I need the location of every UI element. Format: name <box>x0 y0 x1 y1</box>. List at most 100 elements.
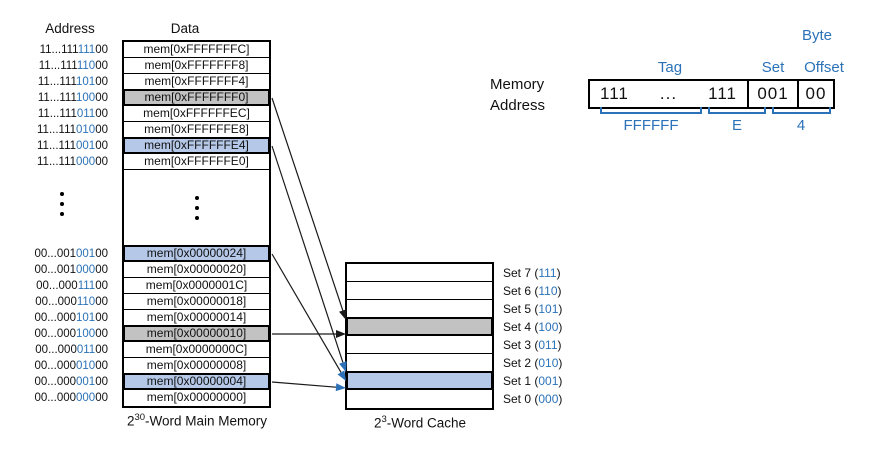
memory-word-row: mem[0x00000004] <box>124 374 269 390</box>
address-offset-bits: 00 <box>95 248 108 260</box>
set-label-paren: ) <box>557 338 562 352</box>
memory-word-row: mem[0x00000010] <box>124 326 269 342</box>
address-tag-bits: 00...000 <box>35 344 77 356</box>
memory-word-row: mem[0xFFFFFFF4] <box>124 74 269 90</box>
byte-offset-field-cell: 00 <box>805 84 827 103</box>
cache-set-row <box>347 282 492 300</box>
address-set-bits: 000 <box>76 156 96 168</box>
set-name: Set 0 ( <box>503 392 539 406</box>
set-field-cell: 001 <box>749 81 799 107</box>
address-offset-bits: 00 <box>95 376 108 388</box>
set-bits: 010 <box>538 356 559 370</box>
address-set-bits: 100 <box>76 328 96 340</box>
address-offset-bits: 00 <box>95 344 108 356</box>
caption-base: 2 <box>373 415 382 431</box>
address-tag-bits: 00...000 <box>34 312 77 324</box>
memory-address-binary: 11...11100100 <box>0 138 108 154</box>
address-set-bits: 100 <box>76 92 96 104</box>
set-label-paren: ) <box>558 374 563 388</box>
address-tag-bits: 11...111 <box>37 124 77 136</box>
memory-address-binary: 11...11101000 <box>0 122 108 138</box>
offset-field-label: Offset <box>804 59 844 76</box>
cache-set-label: Set 6 (110) <box>503 282 613 300</box>
address-offset-bits: 00 <box>95 44 108 56</box>
byte-field-label: Byte <box>801 27 832 44</box>
address-offset-bits: 00 <box>95 92 108 104</box>
address-offset-bits: 00 <box>95 328 108 340</box>
memory-address-binary: 00...00000100 <box>0 374 108 390</box>
address-offset-bits: 00 <box>95 312 108 324</box>
memory-word-row: mem[0x00000000] <box>124 390 269 406</box>
memory-address-binary: 00...00011100 <box>0 278 108 294</box>
tag-field-label: Tag <box>657 59 683 76</box>
address-tag-bits: 00...000 <box>35 296 77 308</box>
memory-address-binary: 11...11101100 <box>0 106 108 122</box>
address-offset-bits: 00 <box>95 360 108 372</box>
set-label-paren: ) <box>558 392 563 406</box>
main-memory-table: mem[0xFFFFFFFC]mem[0xFFFFFFF8]mem[0xFFFF… <box>122 40 271 408</box>
memory-word-row: mem[0xFFFFFFE8] <box>124 122 269 138</box>
address-offset-bits: 00 <box>95 156 108 168</box>
mid-hex-bracket <box>708 107 766 114</box>
address-tag-bits: 11...111 <box>37 108 77 120</box>
memory-address-binary: 00...00010000 <box>0 326 108 342</box>
memory-word-row: mem[0xFFFFFFF8] <box>124 58 269 74</box>
main-memory-caption: 230-Word Main Memory <box>97 412 297 429</box>
address-set-bits: 010 <box>76 360 96 372</box>
address-set-bits: 000 <box>76 392 96 404</box>
memory-word-row: mem[0x0000000C] <box>124 342 269 358</box>
set-bits: 011 <box>538 338 558 352</box>
cache-set-label: Set 3 (011) <box>503 336 613 354</box>
address-set-bits: 000 <box>76 264 96 276</box>
address-offset-bits: 00 <box>95 76 108 88</box>
set-name: Set 7 ( <box>503 266 539 280</box>
memory-address-binary: 00...00001100 <box>0 342 108 358</box>
memory-address-binary: 11...11100000 <box>0 154 108 170</box>
caption-exponent: 3 <box>381 414 387 425</box>
ellipsis-dot <box>60 212 64 216</box>
memory-word-row: mem[0x00000008] <box>124 358 269 374</box>
vertical-ellipsis <box>60 192 64 216</box>
caption-base: 2 <box>126 413 135 429</box>
address-column-header: Address <box>45 21 95 36</box>
address-set-bits: 110 <box>76 60 96 72</box>
cache-set-label: Set 2 (010) <box>503 354 613 372</box>
tag-bits-left: 111 <box>600 84 629 103</box>
caption-exponent: 30 <box>134 412 146 423</box>
set-field-label: Set <box>761 59 785 76</box>
address-offset-bits: 00 <box>95 392 108 404</box>
mapping-line <box>271 145 344 363</box>
memory-address-binary: 00...00011000 <box>0 294 108 310</box>
set-label-paren: ) <box>558 302 563 316</box>
memory-word-row: mem[0x00000018] <box>124 294 269 310</box>
address-set-bits: 101 <box>76 76 96 88</box>
address-set-bits: 001 <box>76 248 96 260</box>
address-offset-bits: 00 <box>95 280 108 292</box>
memory-word-row: mem[0x0000001C] <box>124 278 269 294</box>
address-set-bits: 011 <box>76 344 96 356</box>
address-set-bits: 111 <box>77 44 96 56</box>
address-tag-bits: 00...000 <box>34 328 77 340</box>
memory-address-binary: 11...11110000 <box>0 90 108 106</box>
memory-address-binary: 00...00100100 <box>0 246 108 262</box>
ellipsis-dot <box>60 202 64 206</box>
memory-word-row: mem[0x00000020] <box>124 262 269 278</box>
memory-address-binary: 11...11111100 <box>0 42 108 58</box>
set-bits: 100 <box>538 320 559 334</box>
memory-address-binary: 11...11111000 <box>0 58 108 74</box>
address-set-bits: 110 <box>76 296 96 308</box>
cache-set-row <box>347 318 492 336</box>
address-set-bits: 011 <box>76 108 96 120</box>
offset-hex-bracket <box>772 107 831 114</box>
cache-set-row <box>347 354 492 372</box>
set-bits: 110 <box>538 284 558 298</box>
memory-word-row: mem[0xFFFFFFF0] <box>124 90 269 106</box>
ellipsis-dot <box>60 192 64 196</box>
memory-address-binary: 00...00010100 <box>0 310 108 326</box>
address-set-bits: 101 <box>76 312 96 324</box>
address-offset-bits: 00 <box>95 264 108 276</box>
set-bits: 101 <box>538 302 559 316</box>
cache-set-label: Set 5 (101) <box>503 300 613 318</box>
tag-field-cell: 111 ... 111 <box>590 81 749 107</box>
memory-address-binary: 00...00100000 <box>0 262 108 278</box>
